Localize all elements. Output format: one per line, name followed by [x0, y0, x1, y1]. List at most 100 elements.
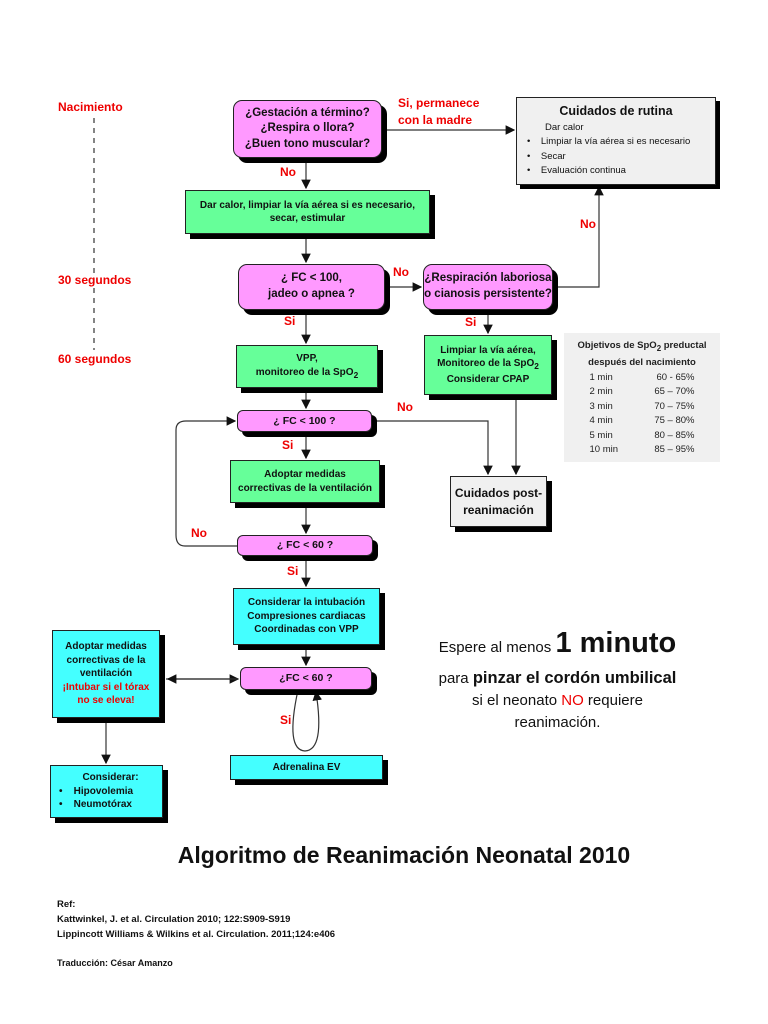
- node-fc60: ¿ FC < 60 ?: [237, 535, 373, 556]
- text: Limpiar la vía aérea si es necesario: [540, 136, 691, 147]
- text: Espere al menos: [438, 639, 556, 656]
- subscript: 2: [534, 361, 539, 372]
- text: ¿Gestación a término?: [245, 106, 370, 119]
- range: 60 - 65%: [656, 371, 695, 383]
- text: Considerar la intubación: [247, 597, 366, 609]
- text: ¿ FC < 100,: [280, 272, 343, 285]
- label-si-stay: Si, permanece con la madre: [398, 95, 479, 129]
- node-initial-steps: Dar calor, limpiar la vía aérea si es ne…: [185, 190, 430, 234]
- label-si: Si: [287, 564, 299, 578]
- text: Limpiar la vía aérea,: [440, 344, 536, 356]
- text: ¡Intubar si el tórax: [62, 681, 150, 693]
- text: Compresiones cardiacas: [247, 610, 366, 622]
- text: Adoptar medidas: [65, 641, 147, 653]
- range: 75 – 80%: [654, 415, 695, 427]
- text: Objetivos de SpO: [577, 340, 657, 351]
- node-post-resuscitation: Cuidados post-reanimación: [450, 476, 547, 527]
- spo2-targets-table: Objetivos de SpO2 preductal después del …: [564, 333, 720, 462]
- text: secar, estimular: [269, 213, 346, 224]
- text: Monitoreo de la SpO2: [437, 357, 539, 372]
- text: Secar: [540, 150, 566, 162]
- spo2-row: 10 min 85 – 95%: [564, 443, 720, 458]
- range: 70 – 75%: [654, 400, 695, 412]
- text: monitoreo de la SpO2: [256, 366, 358, 381]
- range: 65 – 70%: [654, 386, 695, 398]
- text: si el neonato NO requiere: [400, 690, 715, 712]
- references: Ref: Kattwinkel, J. et al. Circulation 2…: [57, 897, 335, 971]
- node-fc100-apnea: ¿ FC < 100, jadeo o apnea ?: [238, 264, 385, 310]
- text: requiere: [583, 692, 643, 709]
- text: 1 minuto: [555, 627, 677, 659]
- range: 80 – 85%: [654, 429, 695, 441]
- time: 1 min: [589, 371, 613, 383]
- node-fc100: ¿ FC < 100 ?: [237, 410, 372, 432]
- text: preductal: [661, 340, 707, 351]
- text: Coordinadas con VPP: [254, 624, 359, 636]
- consider-item: • Hipovolemia: [59, 785, 134, 797]
- text: Hipovolemia: [73, 785, 134, 797]
- text: reanimación.: [514, 714, 601, 731]
- text: Monitoreo de la SpO: [437, 358, 535, 370]
- consider-item: • Neumotórax: [59, 799, 132, 811]
- text: Considerar:: [82, 772, 139, 784]
- routine-title: Cuidados de rutina: [559, 104, 673, 118]
- routine-item: • Limpiar la vía aérea si es necesario: [527, 136, 691, 147]
- label-si: Si: [465, 315, 477, 329]
- time: 10 min: [589, 444, 619, 456]
- text: correctivas de la: [66, 654, 146, 666]
- node-initial-questions: ¿Gestación a término?¿Respira o llora?¿B…: [233, 100, 382, 158]
- text: NO: [561, 692, 584, 709]
- time: 2 min: [589, 386, 613, 398]
- label-line: Si, permanece: [398, 96, 480, 110]
- label-si: Si: [282, 438, 294, 452]
- text: pinzar el cordón umbilical: [472, 669, 677, 687]
- timeline-birth: Nacimiento: [58, 100, 123, 114]
- text: Evaluación continua: [540, 165, 626, 176]
- timeline-30s: 30 segundos: [58, 273, 132, 287]
- subscript: 2: [656, 343, 662, 353]
- routine-item: • Secar: [527, 150, 566, 162]
- text: ¿Buen tono muscular?: [244, 137, 371, 150]
- routine-item: Dar calor: [545, 121, 584, 133]
- time: 5 min: [589, 429, 613, 441]
- spo2-subtitle: después del nacimiento: [588, 357, 696, 369]
- node-clear-airway: Limpiar la vía aérea,Monitoreo de la SpO…: [424, 335, 552, 395]
- node-vpp: VPP,monitoreo de la SpO2: [236, 345, 378, 388]
- text: reanimación: [463, 502, 534, 517]
- text: o cianosis persistente?: [424, 288, 552, 300]
- spo2-row: 1 min 60 - 65%: [564, 371, 720, 386]
- node-adrenaline: Adrenalina EV: [230, 755, 383, 780]
- label-no: No: [191, 526, 207, 540]
- label-si: Si: [284, 314, 296, 328]
- text: VPP,: [296, 353, 318, 365]
- label-line: con la madre: [398, 113, 473, 127]
- label-no: No: [393, 265, 409, 279]
- label-no: No: [580, 217, 596, 231]
- cord-clamping-note: Espere al menos 1 minuto para pinzar el …: [400, 629, 715, 734]
- range: 85 – 95%: [654, 444, 695, 456]
- text: Cuidados post-: [454, 486, 543, 501]
- text: ¿Respiración laboriosa: [424, 272, 552, 285]
- text: monitoreo de la SpO: [255, 366, 354, 378]
- text: para: [438, 670, 473, 687]
- spo2-row: 5 min 80 – 85%: [564, 429, 720, 444]
- node-breathing-question: ¿Respiración laboriosa o cianosis persist…: [423, 264, 553, 310]
- text: Neumotórax: [73, 799, 132, 811]
- node-consider: Considerar: • Hipovolemia • Neumotórax: [50, 765, 163, 818]
- text: Dar calor, limpiar la vía aérea si es ne…: [199, 199, 416, 211]
- translation-credit: Traducción: César Amanzo: [57, 958, 173, 968]
- time: 3 min: [589, 400, 613, 412]
- label-no: No: [397, 400, 413, 414]
- text: jadeo o apnea ?: [268, 288, 355, 300]
- text: para pinzar el cordón umbilical: [400, 667, 715, 690]
- text: no se eleva!: [77, 695, 135, 707]
- text: Adoptar medidas: [264, 469, 346, 480]
- text: Considerar CPAP: [446, 373, 530, 385]
- text: Espere al menos 1 minuto: [400, 629, 715, 659]
- subscript: 2: [353, 369, 359, 380]
